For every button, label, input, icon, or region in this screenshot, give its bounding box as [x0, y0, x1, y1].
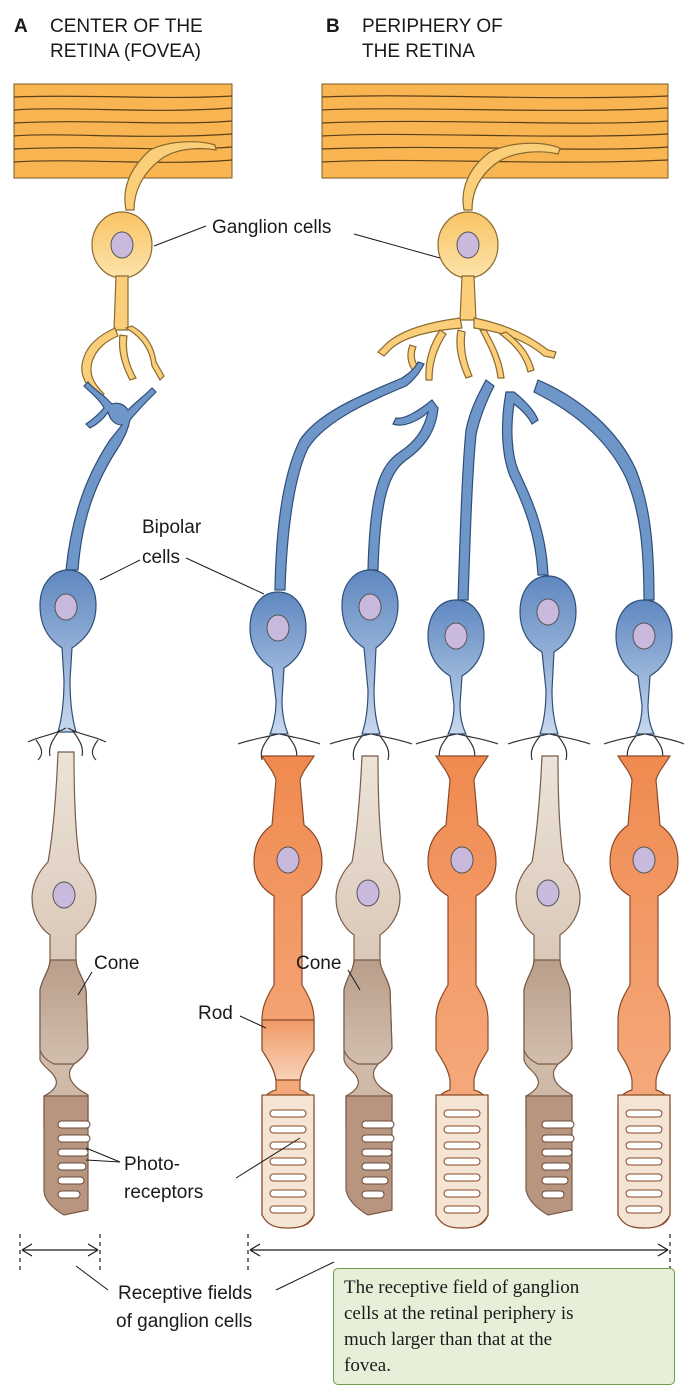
nerve-fiber-bundle-a: [13, 83, 233, 179]
bipolar-cells-label-line2: cells: [142, 547, 180, 568]
synapse-webs-b: [237, 733, 685, 761]
receptive-field-b-marker: [247, 1234, 671, 1274]
ganglion-cell-b: [377, 142, 561, 381]
rod-b3: [609, 755, 679, 1229]
bipolar-cell-b5: [533, 379, 673, 735]
rod-discs: [269, 1109, 663, 1214]
rod-b2: [427, 755, 497, 1229]
receptive-fields-label-line1: Receptive fields: [118, 1283, 252, 1304]
ganglion-cell-a: [81, 141, 217, 399]
panel-a-title-line2: RETINA (FOVEA): [50, 41, 201, 62]
cone-a: [31, 751, 97, 1216]
cone-b2: [515, 755, 581, 1216]
panel-b-title-line1: PERIPHERY OF: [362, 16, 503, 37]
panel-a-title-line1: CENTER OF THE: [50, 16, 203, 37]
photoreceptors-label-line2: receptors: [124, 1182, 203, 1203]
note-line-2: cells at the retinal periphery is: [344, 1303, 574, 1324]
bipolar-cell-b1: [249, 361, 425, 735]
panel-a-letter: A: [14, 16, 28, 37]
leader-lines: [75, 225, 441, 1291]
bipolar-cell-b4: [501, 391, 577, 735]
note-line-3: much larger than that at the: [344, 1329, 553, 1350]
receptive-field-note-box: The receptive field of ganglion cells at…: [333, 1268, 675, 1385]
note-line-4: fovea.: [344, 1355, 391, 1376]
cone-b1: [335, 755, 401, 1216]
bipolar-cells-label-line1: Bipolar: [142, 517, 202, 538]
photoreceptors-label-line1: Photo-: [124, 1154, 180, 1175]
ganglion-cells-label: Ganglion cells: [212, 217, 331, 238]
receptive-field-a-marker: [19, 1234, 101, 1274]
bipolar-cell-b3: [427, 379, 495, 735]
note-line-1: The receptive field of ganglion: [344, 1277, 580, 1298]
bipolar-cell-b2: [341, 399, 439, 735]
panel-b-header: B PERIPHERY OF THE RETINA: [326, 16, 503, 62]
panel-b-letter: B: [326, 16, 340, 37]
panel-a-header: A CENTER OF THE RETINA (FOVEA): [14, 16, 203, 62]
rod-b1: [253, 755, 323, 1229]
rod-label: Rod: [198, 1003, 233, 1024]
receptive-fields-label-line2: of ganglion cells: [116, 1311, 252, 1332]
panel-b-title-line2: THE RETINA: [362, 41, 475, 62]
cone-label-b: Cone: [296, 953, 341, 974]
bipolar-cell-a: [27, 381, 157, 761]
cone-label-a: Cone: [94, 953, 139, 974]
